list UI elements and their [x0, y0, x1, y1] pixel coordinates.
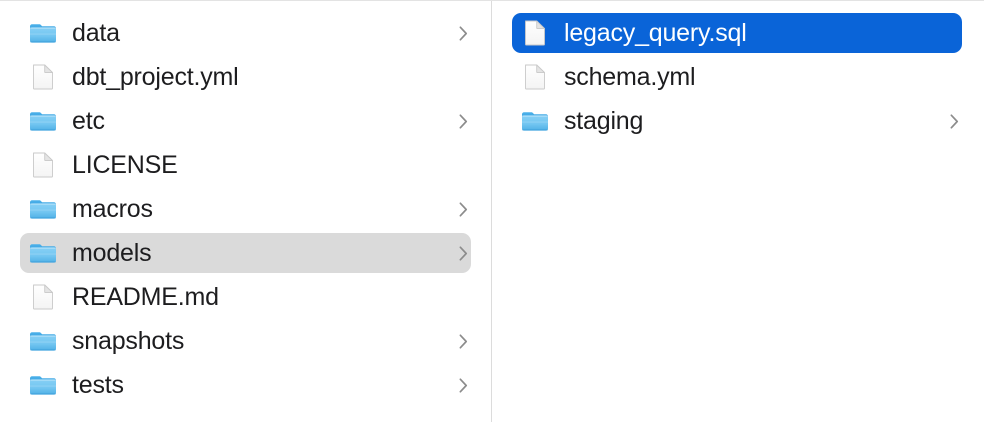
folder-icon [28, 370, 58, 400]
row-content: models [20, 231, 471, 275]
file-row-dbt-project-yml[interactable]: dbt_project.yml [0, 55, 491, 99]
file-name-label: staging [564, 107, 644, 135]
chevron-right-icon[interactable] [455, 242, 471, 264]
document-icon [520, 18, 550, 48]
row-content: tests [20, 363, 471, 407]
file-row-models[interactable]: models [0, 231, 491, 275]
file-name-label: README.md [72, 283, 219, 311]
file-row-snapshots[interactable]: snapshots [0, 319, 491, 363]
folder-icon [28, 326, 58, 356]
file-row-etc[interactable]: etc [0, 99, 491, 143]
column-child[interactable]: legacy_query.sql schema.yml staging [492, 1, 984, 422]
row-content: staging [512, 99, 962, 143]
row-content: etc [20, 99, 471, 143]
row-content: LICENSE [20, 143, 471, 187]
file-row-legacy-query-sql[interactable]: legacy_query.sql [492, 11, 984, 55]
chevron-right-icon[interactable] [455, 22, 471, 44]
document-icon [28, 150, 58, 180]
file-name-label: tests [72, 371, 124, 399]
row-content: macros [20, 187, 471, 231]
file-row-staging[interactable]: staging [492, 99, 984, 143]
file-name-label: etc [72, 107, 105, 135]
row-content: legacy_query.sql [512, 11, 962, 55]
file-name-label: dbt_project.yml [72, 63, 239, 91]
folder-icon [28, 194, 58, 224]
row-content: schema.yml [512, 55, 962, 99]
file-row-license[interactable]: LICENSE [0, 143, 491, 187]
row-content: snapshots [20, 319, 471, 363]
row-content: data [20, 11, 471, 55]
file-name-label: models [72, 239, 152, 267]
folder-icon [28, 18, 58, 48]
folder-icon [28, 106, 58, 136]
document-icon [28, 62, 58, 92]
chevron-right-icon[interactable] [455, 198, 471, 220]
folder-icon [28, 238, 58, 268]
file-row-schema-yml[interactable]: schema.yml [492, 55, 984, 99]
file-row-macros[interactable]: macros [0, 187, 491, 231]
row-content: README.md [20, 275, 471, 319]
chevron-right-icon[interactable] [455, 110, 471, 132]
file-name-label: legacy_query.sql [564, 19, 747, 47]
file-name-label: macros [72, 195, 153, 223]
folder-icon [520, 106, 550, 136]
row-content: dbt_project.yml [20, 55, 471, 99]
chevron-right-icon[interactable] [455, 374, 471, 396]
file-row-readme-md[interactable]: README.md [0, 275, 491, 319]
file-name-label: data [72, 19, 120, 47]
document-icon [520, 62, 550, 92]
file-name-label: LICENSE [72, 151, 178, 179]
file-name-label: schema.yml [564, 63, 696, 91]
file-row-data[interactable]: data [0, 11, 491, 55]
file-row-tests[interactable]: tests [0, 363, 491, 407]
document-icon [28, 282, 58, 312]
file-name-label: snapshots [72, 327, 185, 355]
chevron-right-icon[interactable] [455, 330, 471, 352]
chevron-right-icon[interactable] [946, 110, 962, 132]
